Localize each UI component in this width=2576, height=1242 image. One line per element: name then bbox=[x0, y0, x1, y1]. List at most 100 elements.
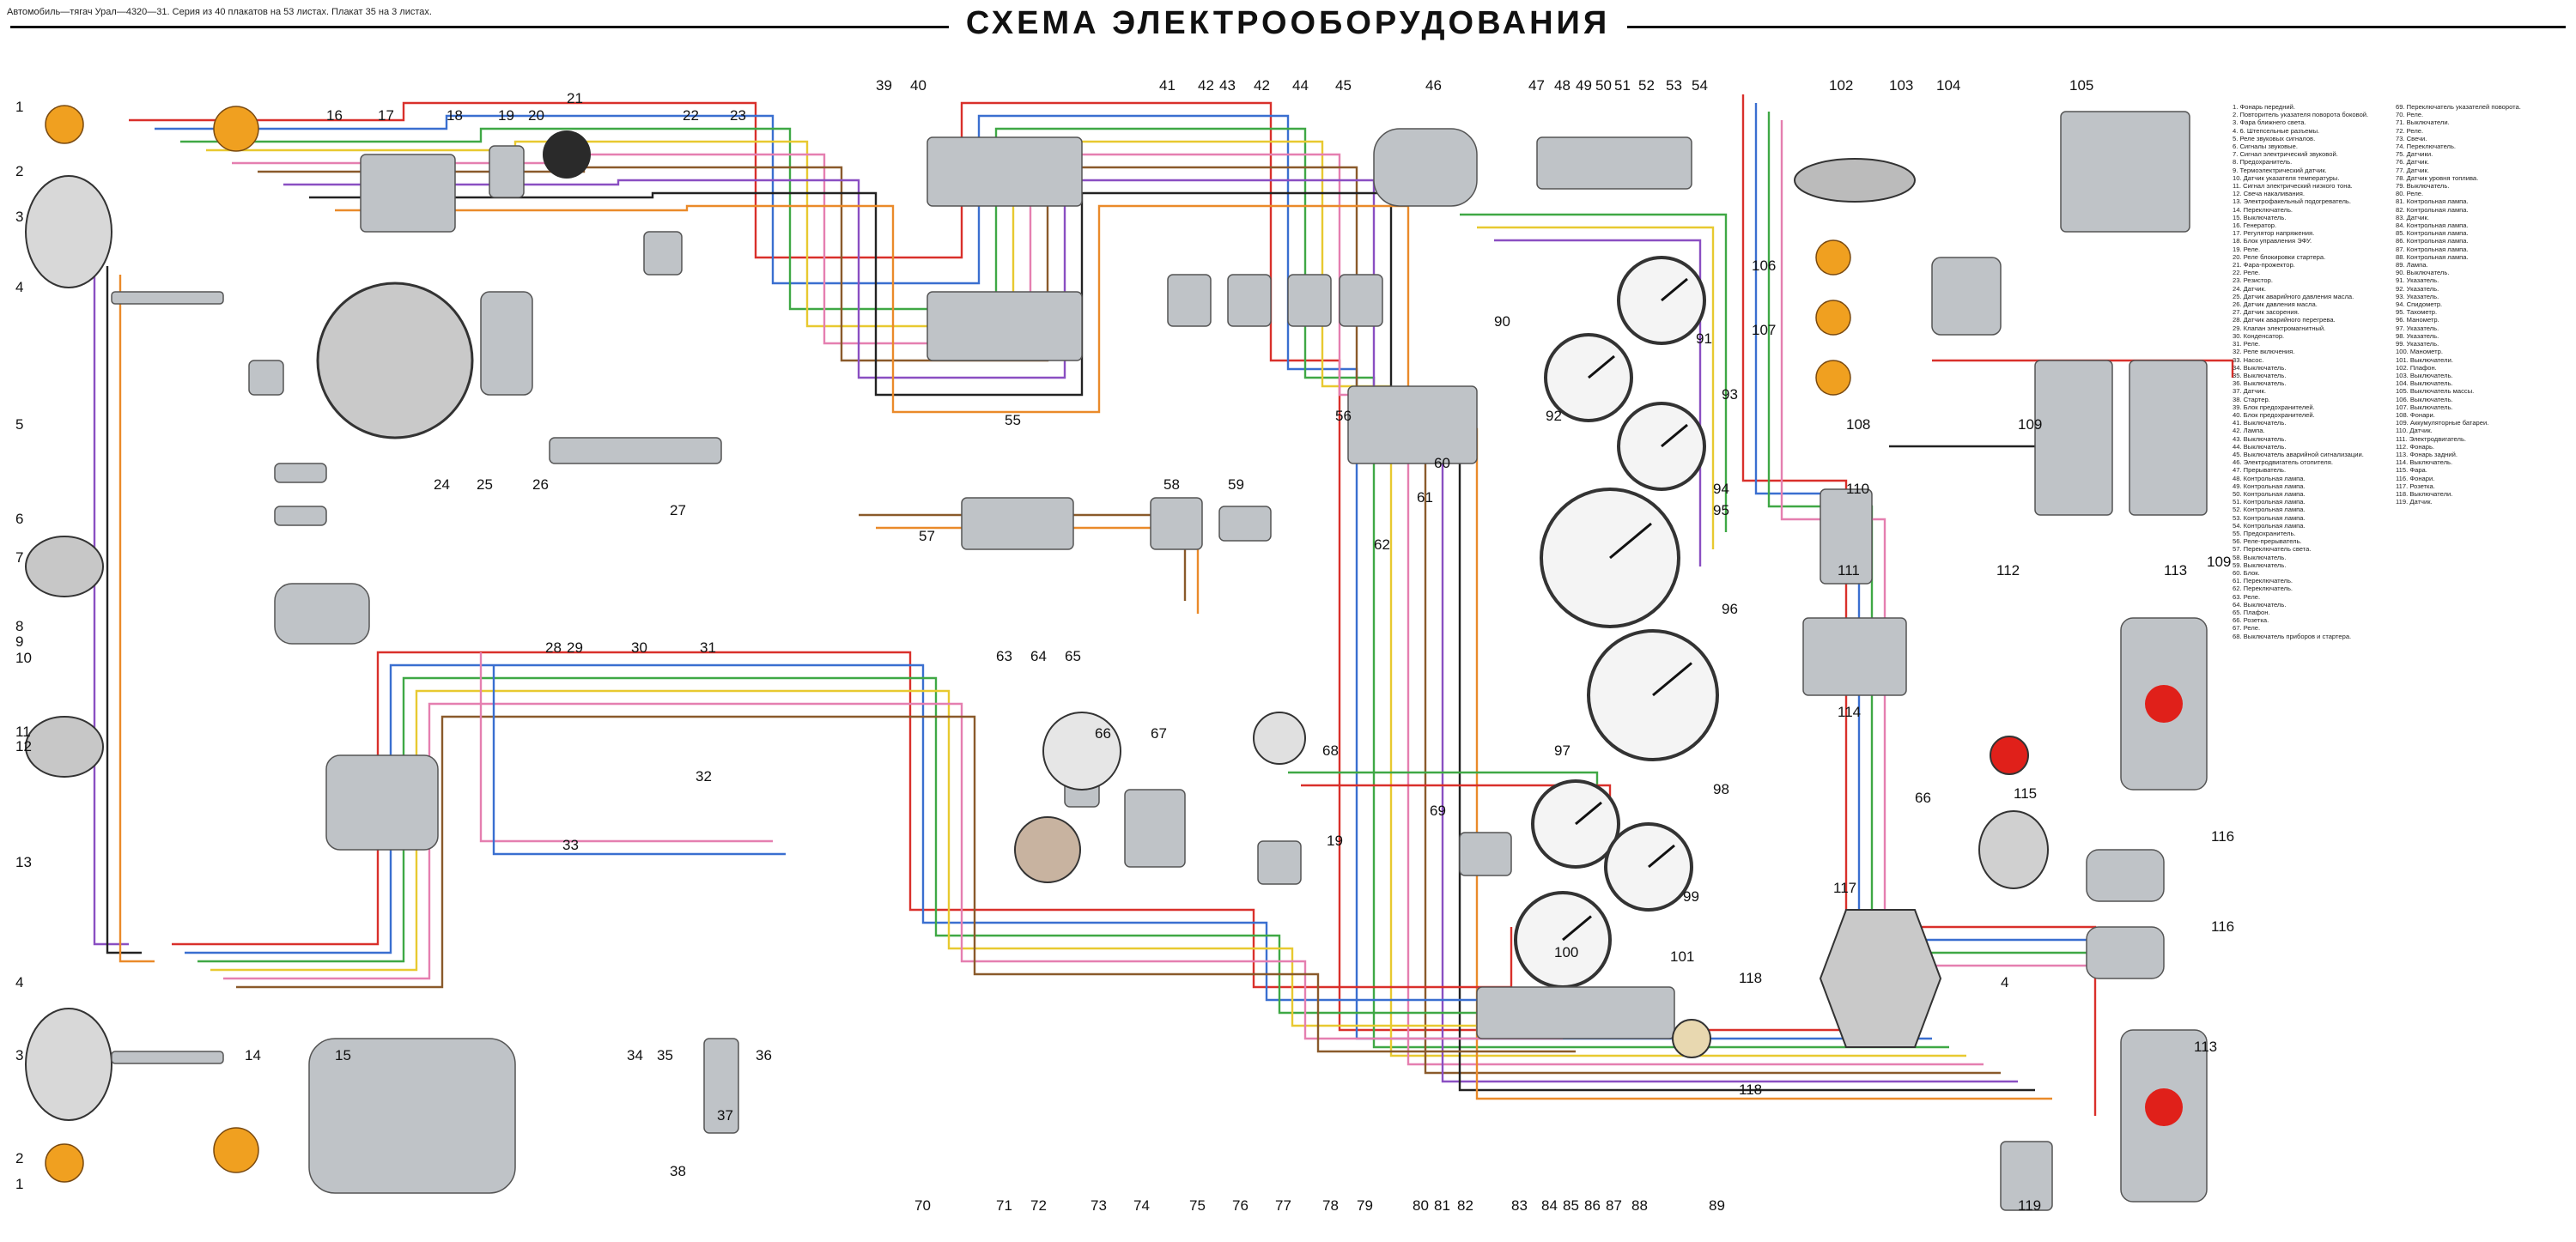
battery-icon-2 bbox=[2129, 360, 2208, 516]
gauge-99-icon-needle bbox=[1648, 844, 1675, 869]
lamp-108-icon-2 bbox=[1815, 300, 1851, 336]
rear-lamp-113-lens bbox=[2145, 685, 2183, 723]
callout-bottom-14: 77 bbox=[1275, 1197, 1291, 1214]
callout-bottom-7: 70 bbox=[914, 1197, 931, 1214]
legend-column-1-item: 8. Предохранитель. bbox=[2233, 158, 2293, 167]
legend-column-1-item: 38. Стартер. bbox=[2233, 395, 2270, 403]
legend-column-2-item: 78. Датчик уровня топлива. bbox=[2396, 173, 2479, 182]
legend-column-1-item: 14. Переключатель. bbox=[2233, 205, 2293, 214]
callout-middle-25: 69 bbox=[1430, 803, 1446, 819]
legend-column-1-item: 49. Контрольная лампа. bbox=[2233, 482, 2306, 490]
callout-middle-0: 24 bbox=[434, 476, 450, 493]
connector-strip bbox=[111, 291, 224, 305]
wire-blue-19 bbox=[1754, 103, 2108, 942]
voltage-regulator-icon bbox=[360, 154, 456, 233]
callout-left-11: 12 bbox=[15, 738, 32, 754]
spotlight-icon bbox=[543, 130, 591, 179]
callout-middle-5: 29 bbox=[567, 639, 583, 656]
legend-column-2-item: 104. Выключатель. bbox=[2396, 379, 2453, 388]
legend-column-1-item: 15. Выключатель. bbox=[2233, 213, 2287, 221]
dome-lamp-icon bbox=[1042, 712, 1121, 791]
callout-bottom-0: 14 bbox=[245, 1047, 261, 1063]
callout-top-16: 46 bbox=[1425, 77, 1442, 94]
callout-left-6: 7 bbox=[15, 549, 23, 566]
low-tone-horn-icon bbox=[25, 716, 104, 778]
legend-column-1-item: 56. Реле-прерыватель. bbox=[2233, 537, 2302, 546]
legend-column-2-item: 88. Контрольная лампа. bbox=[2396, 252, 2469, 261]
callout-middle-51: 117 bbox=[1833, 880, 1856, 896]
callout-middle-20: 65 bbox=[1065, 648, 1081, 664]
wire-green-11 bbox=[197, 676, 1537, 1015]
callout-middle-22: 67 bbox=[1151, 725, 1167, 742]
callout-bottom-20: 83 bbox=[1511, 1197, 1528, 1214]
legend-column-1-item: 42. Лампа. bbox=[2233, 427, 2265, 435]
legend-column-1-item: 11. Сигнал электрический низкого тона. bbox=[2233, 182, 2353, 191]
callout-middle-42: 109 bbox=[2207, 554, 2231, 570]
legend-column-1-item: 61. Переключатель. bbox=[2233, 577, 2293, 585]
starter-icon bbox=[308, 1038, 516, 1194]
legend-column-1-item: 6. Сигналы звуковые. bbox=[2233, 142, 2298, 151]
callout-middle-4: 28 bbox=[545, 639, 562, 656]
hazard-switch-icon bbox=[1339, 274, 1383, 327]
callout-middle-6: 30 bbox=[631, 639, 647, 656]
wire-red-23 bbox=[1932, 359, 2234, 378]
callout-middle-53: 118 bbox=[1739, 1081, 1762, 1098]
rear-lamp-112-icon bbox=[1990, 736, 2029, 775]
callout-top-20: 50 bbox=[1595, 77, 1612, 94]
legend-column-1-item: 7. Сигнал электрический звуковой. bbox=[2233, 150, 2338, 159]
heater-motor-icon bbox=[1373, 128, 1478, 207]
callout-middle-44: 111 bbox=[1838, 562, 1860, 579]
legend-column-1-item: 34. Выключатель. bbox=[2233, 363, 2287, 372]
wire-black-7 bbox=[309, 191, 2035, 1092]
callout-bottom-27: 119 bbox=[2018, 1197, 2041, 1214]
legend-column-2-item: 91. Указатель. bbox=[2396, 276, 2439, 285]
legend-column-2-item: 76. Датчик. bbox=[2396, 158, 2429, 167]
legend-column-1-item: 57. Переключатель света. bbox=[2233, 545, 2312, 554]
trailer-socket-icon bbox=[1819, 909, 1942, 1048]
legend-column-1-item: 55. Предохранитель. bbox=[2233, 529, 2296, 537]
callout-middle-35: 99 bbox=[1683, 888, 1699, 905]
callout-middle-40: 108 bbox=[1846, 416, 1870, 433]
wire-blue-10 bbox=[185, 663, 1524, 1002]
callout-bottom-23: 86 bbox=[1584, 1197, 1601, 1214]
callout-middle-56: 66 bbox=[1915, 790, 1931, 806]
legend-column-1-item: 48. Контрольная лампа. bbox=[2233, 474, 2306, 482]
lamp-116-icon-2 bbox=[2086, 926, 2165, 979]
switch-icon-3 bbox=[1287, 274, 1332, 327]
callout-top-2: 18 bbox=[447, 107, 463, 124]
legend-column-1: 1. Фонарь передний.2. Повторитель указат… bbox=[2233, 103, 2387, 640]
callout-middle-38: 106 bbox=[1752, 257, 1776, 274]
lamp-89-icon bbox=[1672, 1019, 1711, 1058]
callout-left-5: 6 bbox=[15, 511, 23, 527]
callout-bottom-15: 78 bbox=[1322, 1197, 1339, 1214]
ceiling-lamp-icon bbox=[1794, 158, 1916, 203]
legend-column-2: 69. Переключатель указателей поворота.70… bbox=[2396, 103, 2567, 506]
wire-pink-4 bbox=[232, 153, 1984, 1066]
legend-column-1-item: 10. Датчик указателя температуры. bbox=[2233, 173, 2340, 182]
callout-middle-39: 107 bbox=[1752, 322, 1776, 338]
callout-middle-13: 58 bbox=[1163, 476, 1180, 493]
callout-bottom-5: 37 bbox=[717, 1107, 733, 1124]
legend-column-1-item: 43. Выключатель. bbox=[2233, 434, 2287, 443]
tachometer-icon-needle bbox=[1652, 662, 1692, 697]
legend-column-1-item: 35. Выключатель. bbox=[2233, 371, 2287, 379]
legend-column-1-item: 64. Выключатель. bbox=[2233, 600, 2287, 609]
callout-middle-49: 116 bbox=[2211, 828, 2234, 845]
legend-column-1-item: 63. Реле. bbox=[2233, 592, 2261, 601]
legend-column-1-item: 9. Термоэлектрический датчик. bbox=[2233, 166, 2327, 174]
legend-column-1-item: 18. Блок управления ЭФУ. bbox=[2233, 237, 2312, 245]
poster-caption: Автомобиль—тягач Урал—4320—31. Серия из … bbox=[7, 7, 432, 17]
battery-icon bbox=[2034, 360, 2113, 516]
callout-top-24: 54 bbox=[1692, 77, 1708, 94]
callout-bottom-12: 75 bbox=[1189, 1197, 1206, 1214]
relay-icon-3 bbox=[643, 231, 683, 276]
legend-column-1-item: 51. Контрольная лампа. bbox=[2233, 498, 2306, 506]
headlight-115-icon bbox=[1978, 810, 2049, 889]
callout-middle-50: 116 bbox=[2211, 918, 2234, 935]
gauge-97-icon-needle bbox=[1575, 801, 1602, 826]
fuse-unit-icon bbox=[274, 583, 370, 645]
relay-67-icon bbox=[1124, 789, 1186, 868]
callout-middle-29: 93 bbox=[1722, 386, 1738, 403]
legend-column-1-item: 3. Фара ближнего света. bbox=[2233, 118, 2306, 127]
poster-title: СХЕМА ЭЛЕКТРООБОРУДОВАНИЯ bbox=[0, 5, 2576, 42]
